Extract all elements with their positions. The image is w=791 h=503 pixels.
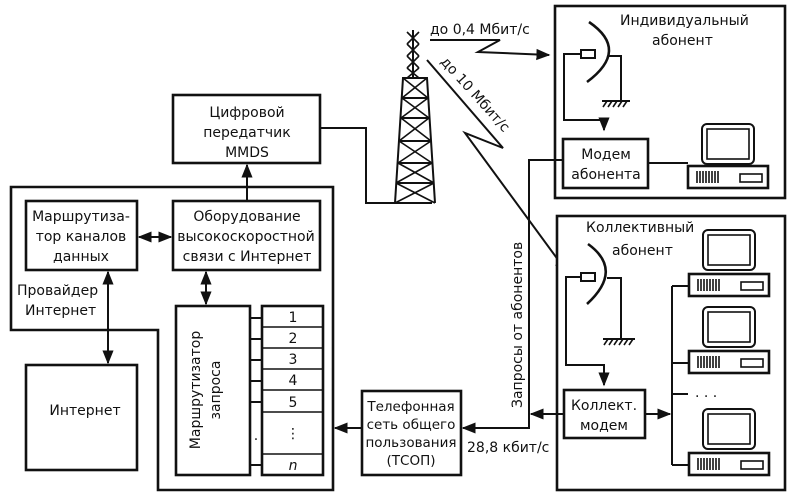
equipment-label-1: Оборудование	[193, 209, 300, 225]
port-ellipsis: ⋮	[286, 426, 300, 442]
provider-label-2: Интернет	[25, 303, 96, 319]
individual-modem-label-1: Модем	[581, 147, 631, 163]
collective-title-2: абонент	[612, 243, 673, 259]
requests-link	[461, 159, 545, 434]
port-n: n	[289, 458, 298, 474]
port-2: 2	[289, 331, 298, 347]
provider-boundary	[9, 185, 335, 492]
transmitter-label-2: передатчик	[203, 125, 291, 141]
transmitter-label-1: Цифровой	[209, 105, 284, 121]
pstn-label-4: (ТСОП)	[387, 453, 436, 469]
tower-icon	[394, 30, 436, 204]
channel-router-box: Маршрутиза- тор каналов данных	[24, 199, 139, 272]
port-1: 1	[289, 310, 298, 326]
collective-title-1: Коллективный	[586, 220, 694, 236]
pstn-speed-label: 28,8 кбит/с	[467, 440, 549, 456]
pstn-label-2: сеть общего	[367, 417, 456, 433]
equipment-label-2: высокоскоростной	[177, 229, 314, 245]
individual-subscriber-box: Индивидуальный абонент Модем абонента	[553, 4, 787, 200]
collective-subscriber-box: Коллективный абонент Коллект. модем . . …	[555, 214, 787, 492]
pstn-label-3: пользования	[365, 435, 456, 451]
computer-icon	[686, 123, 770, 190]
transmitter-box: Цифровой передатчик MMDS	[171, 93, 322, 165]
channel-router-label-3: данных	[53, 249, 109, 265]
computer-icon	[687, 408, 771, 477]
computer-icon	[687, 306, 771, 375]
channel-router-label-1: Маршрутиза-	[32, 209, 130, 225]
request-router-label-1: Маршрутизатор	[188, 331, 204, 450]
pstn-label-1: Телефонная	[366, 399, 454, 415]
individual-modem-label-2: абонента	[571, 167, 640, 183]
collective-radio-link	[426, 59, 568, 274]
individual-title-1: Индивидуальный	[620, 13, 749, 29]
port-dot: .	[254, 428, 258, 444]
collective-modem-label-1: Коллект.	[571, 398, 637, 414]
internet-label: Интернет	[49, 403, 120, 419]
transmitter-label-3: MMDS	[225, 145, 269, 161]
collective-ellipsis: . . .	[695, 385, 717, 401]
highspeed-equipment-box: Оборудование высокоскоростной связи с Ин…	[171, 199, 322, 272]
request-router-box: Маршрутизатор запроса	[174, 304, 252, 477]
requests-label: Запросы от абонентов	[510, 242, 526, 408]
collective-speed-label: до 10 Мбит/с	[437, 54, 513, 136]
individual-speed-label: до 0,4 Мбит/с	[430, 22, 530, 38]
provider-label-1: Провайдер	[17, 283, 98, 299]
computer-icon	[687, 229, 771, 298]
internet-box: Интернет	[24, 363, 139, 472]
request-router-label-2: запроса	[208, 361, 224, 420]
port-4: 4	[289, 373, 298, 389]
channel-router-label-2: тор каналов	[36, 229, 127, 245]
port-5: 5	[289, 395, 298, 411]
individual-radio-link	[430, 39, 551, 61]
transmitter-tower-link	[320, 127, 432, 204]
collective-modem-label-2: модем	[580, 418, 628, 434]
pstn-box: Телефонная сеть общего пользования (ТСОП…	[360, 389, 463, 477]
equipment-label-3: связи с Интернет	[183, 249, 312, 265]
port-3: 3	[289, 352, 298, 368]
satellite-dish-icon	[565, 242, 635, 387]
satellite-dish-icon	[563, 20, 630, 132]
port-table: 1 2 3 4 5 ⋮ n .	[250, 304, 325, 477]
individual-title-2: абонент	[652, 33, 713, 49]
